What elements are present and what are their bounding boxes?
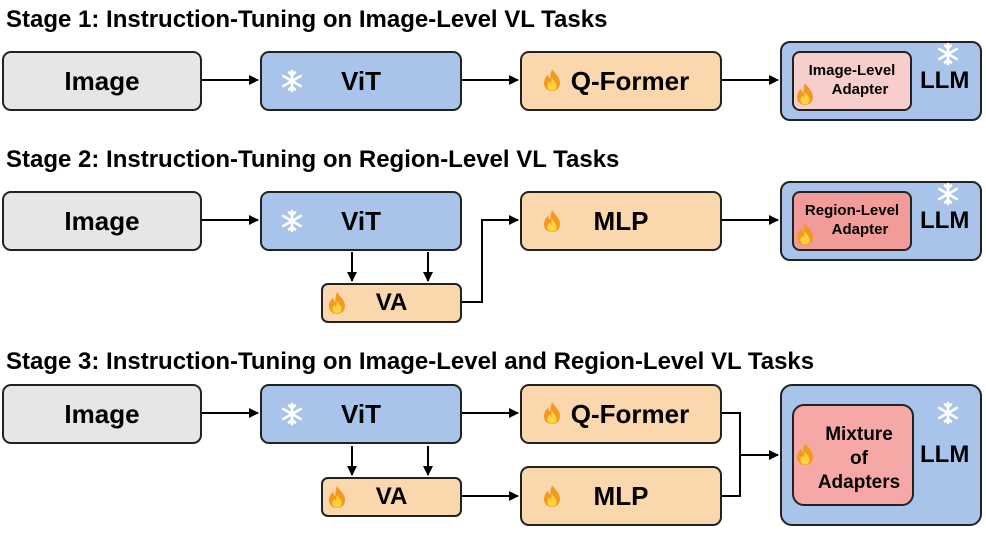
stage-3-image-box: Image	[2, 384, 202, 444]
stage-2-va-label: VA	[375, 289, 408, 316]
stage-3-qformer-box: Q-Former	[520, 384, 722, 444]
stage-3-va-box: VA	[321, 477, 462, 517]
snowflake-icon	[280, 401, 304, 427]
stage-3-llm-label: LLM	[920, 441, 970, 468]
stage-3-va-label: VA	[375, 483, 408, 510]
stage-1-adapter-line2: Adapter	[831, 81, 889, 98]
flame-icon	[540, 208, 564, 234]
stage-1-qformer-label: Q-Former	[570, 65, 690, 96]
stage-2-vit-label: ViT	[341, 205, 381, 236]
flame-icon	[540, 400, 564, 426]
connector-qformer-to-junction-3	[722, 412, 741, 455]
stage-2-title: Stage 2: Instruction-Tuning on Region-Le…	[6, 146, 620, 173]
stage-2-mlp-label: MLP	[593, 205, 649, 236]
stage-1-adapter-line1: Image-Level	[808, 62, 896, 79]
snowflake-icon	[936, 181, 960, 207]
stage-1-image-level-adapter: Image-Level Adapter	[792, 51, 912, 111]
arrow-va-to-mlp-2	[462, 215, 519, 303]
flame-icon	[540, 483, 564, 509]
stage-2-adapter-line1: Region-Level	[804, 202, 900, 219]
flame-icon	[540, 67, 564, 93]
stage-1-llm-label: LLM	[920, 67, 970, 94]
stage-3-mixture-of-adapters: Mixture of Adapters	[792, 404, 914, 506]
flame-icon	[793, 81, 817, 107]
stage-3-qformer-label: Q-Former	[570, 398, 690, 429]
stage-2-llm-label: LLM	[920, 207, 970, 234]
flame-icon	[325, 290, 349, 316]
stage-2-image-label: Image	[64, 205, 140, 236]
connector-mlp-to-junction-3	[722, 455, 741, 497]
snowflake-icon	[280, 68, 304, 94]
stage-3-adapter-line2: of	[850, 448, 868, 469]
stage-1-title: Stage 1: Instruction-Tuning on Image-Lev…	[6, 6, 608, 33]
stage-2-adapter-line2: Adapter	[831, 221, 889, 238]
flame-icon	[325, 484, 349, 510]
stage-3-image-label: Image	[64, 398, 140, 429]
stage-2-image-box: Image	[2, 191, 202, 251]
stage-3-vit-label: ViT	[341, 398, 381, 429]
flame-icon	[793, 441, 817, 467]
stage-1-image-label: Image	[64, 65, 140, 96]
stage-3-adapter-line1: Mixture	[825, 424, 893, 445]
stage-3-adapter-line3: Adapters	[817, 472, 901, 493]
snowflake-icon	[936, 41, 960, 67]
stage-3-title: Stage 3: Instruction-Tuning on Image-Lev…	[6, 348, 815, 375]
snowflake-icon	[280, 208, 304, 234]
stage-1-vit-label: ViT	[341, 65, 381, 96]
stage-1-image-box: Image	[2, 51, 202, 111]
flame-icon	[793, 221, 817, 247]
stage-3-mlp-label: MLP	[593, 480, 649, 511]
snowflake-icon	[936, 400, 960, 426]
